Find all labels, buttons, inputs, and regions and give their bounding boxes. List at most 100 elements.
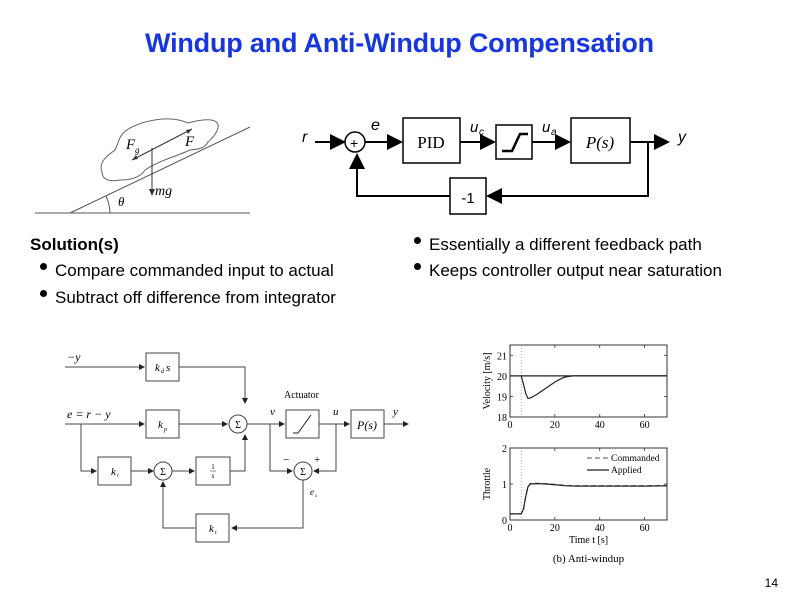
kp-sub: p [163, 427, 167, 433]
plant-block [350, 409, 385, 439]
plot-frame [509, 344, 668, 418]
y-tick-label: 21 [497, 351, 507, 362]
kd-block [145, 352, 180, 382]
kt-sub: t [215, 530, 217, 536]
plant-label: P(s) [585, 133, 615, 152]
y-label: y [392, 406, 398, 418]
chart-caption: (b) Anti-windup [553, 553, 625, 565]
weight-label: mg [155, 184, 172, 199]
left-bullet-2: Subtract off difference from integrator [40, 288, 336, 308]
y-tick-label: 2 [502, 444, 507, 455]
y-tick-label: 20 [497, 372, 507, 383]
y-axis-label: Throttle [482, 467, 493, 500]
legend-label: Commanded [611, 454, 660, 464]
ki-block [97, 456, 132, 486]
actuator-label: Actuator [284, 390, 320, 401]
ki-label: k [111, 466, 117, 478]
minus-sign: − [283, 454, 289, 466]
y-axis-label: Velocity [m/s] [482, 353, 493, 410]
neg-y-label: −y [67, 350, 81, 364]
kp-label: k [158, 419, 164, 431]
drive-force-label: F [184, 134, 195, 150]
slope-line [69, 126, 251, 214]
kd-sub: d [161, 369, 165, 375]
x-tick-label: 40 [595, 523, 605, 534]
x-tick-label: 20 [550, 420, 560, 431]
plant-label: P(s) [356, 418, 377, 432]
weight-arrow-icon [149, 189, 155, 196]
v-label: v [270, 406, 275, 418]
kp-block [145, 409, 180, 439]
error-eq-label: e = r − y [67, 407, 111, 421]
kd-label: k [155, 362, 161, 374]
solution-heading: Solution(s) [30, 235, 119, 254]
commanded-sub: c [479, 127, 484, 138]
kt-block [195, 513, 230, 543]
reference-label: r [302, 129, 308, 146]
bullet-icon [40, 290, 47, 297]
plus-sign: + [314, 454, 320, 466]
left-bullet-1: Compare commanded input to actual [40, 261, 334, 281]
feedback-gain-label: -1 [461, 190, 474, 207]
x-axis-label: Time t [s] [569, 535, 608, 546]
es-sub: s [315, 494, 317, 499]
angle-label: θ [118, 194, 125, 209]
commanded-label: u [470, 119, 479, 136]
output-label: y [677, 129, 687, 146]
sum-symbol: Σ [235, 420, 241, 431]
windup-loop-diagram: r + e PID u c u a P(s) y -1 [302, 117, 687, 215]
slide-title: Windup and Anti-Windup Compensation [145, 28, 654, 58]
integrator-den: s [212, 472, 215, 480]
x-tick-label: 20 [550, 523, 560, 534]
y-tick-label: 18 [497, 413, 507, 424]
u-label: u [333, 406, 339, 418]
x-tick-label: 60 [640, 420, 650, 431]
x-tick-label: 60 [640, 523, 650, 534]
gravity-force-arrow-icon [132, 155, 138, 160]
bullet-text: Keeps controller output near saturation [429, 261, 722, 280]
y-tick-label: 19 [497, 392, 507, 403]
integrator-num: 1 [211, 463, 215, 471]
gravity-force-sub: g [135, 145, 140, 155]
bullet-icon [414, 237, 421, 244]
bullet-icon [414, 263, 421, 270]
force-line [131, 128, 193, 161]
car-slope-figure: F g F mg θ [35, 118, 251, 214]
y-tick-label: 0 [502, 516, 507, 527]
antiwindup-block-diagram: −y e = r − y k d s k p k i 1 s k t Σ Σ Σ… [65, 350, 409, 543]
legend-label: Applied [611, 466, 642, 476]
saturation-icon [293, 414, 312, 434]
error-label: e [371, 117, 380, 134]
x-tick-label: 40 [595, 420, 605, 431]
y-tick-label: 1 [502, 480, 507, 491]
gravity-force-label: F [125, 137, 136, 153]
sum-symbol: Σ [300, 467, 306, 478]
right-bullet-1: Essentially a different feedback path [414, 235, 702, 255]
drive-force-arrow-icon [186, 129, 192, 134]
x-tick-label: 0 [508, 420, 513, 431]
es-label: e [310, 487, 314, 497]
series-line-applied [510, 483, 668, 515]
page-number: 14 [764, 576, 778, 590]
feedback-gain-block [449, 177, 487, 215]
car-outline [100, 118, 219, 182]
sum-symbol: Σ [160, 467, 166, 478]
series-line-velocity [520, 375, 667, 400]
kd-s: s [166, 362, 170, 374]
bullet-text: Compare commanded input to actual [55, 261, 334, 280]
kt-label: k [209, 523, 215, 535]
bullet-text: Essentially a different feedback path [429, 235, 702, 254]
plant-block [570, 117, 631, 164]
ki-sub: i [117, 473, 119, 479]
pid-block [402, 117, 461, 164]
bullet-text: Subtract off difference from integrator [55, 288, 336, 307]
actuator-block [285, 409, 320, 439]
pid-label: PID [417, 133, 444, 152]
sum-sign: + [350, 135, 358, 151]
saturation-block [495, 124, 533, 160]
saturation-icon [502, 132, 528, 153]
bullet-icon [40, 263, 47, 270]
right-bullet-2: Keeps controller output near saturation [414, 261, 722, 281]
angle-arc [105, 195, 111, 214]
